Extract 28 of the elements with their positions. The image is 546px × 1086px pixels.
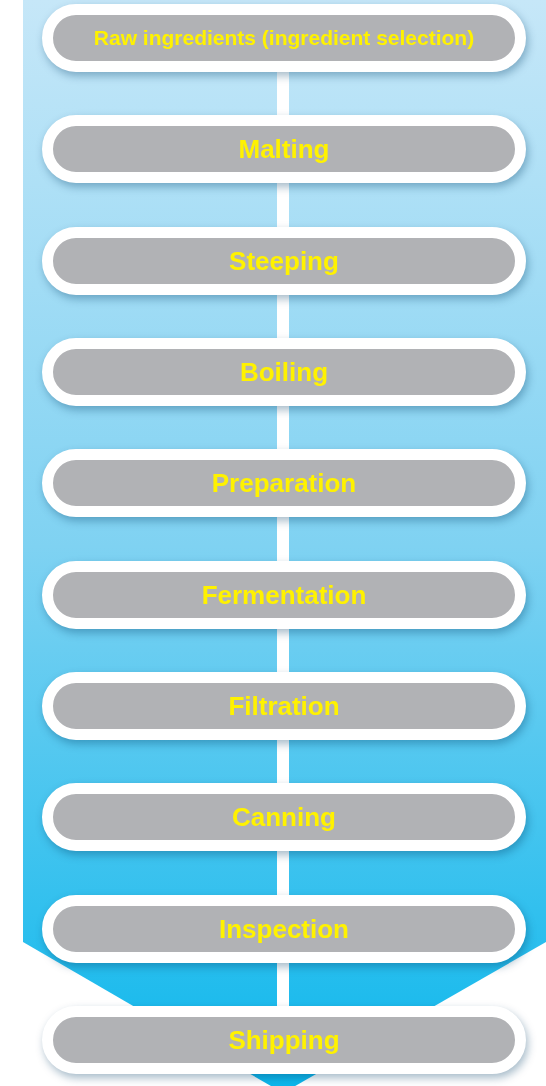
connector-line — [277, 963, 289, 1006]
process-pill — [42, 4, 526, 72]
step-label: Shipping — [228, 1024, 340, 1056]
process-pill — [42, 338, 526, 406]
process-pill — [42, 895, 526, 963]
step-label: Malting — [238, 133, 330, 165]
step-label: Canning — [232, 801, 336, 833]
connector-line — [277, 517, 289, 561]
process-pill — [42, 115, 526, 183]
step-label: Raw ingredients (ingredient selection) — [93, 26, 475, 50]
connector-line — [277, 851, 289, 895]
step-label: Inspection — [219, 913, 349, 945]
connector-line — [277, 740, 289, 783]
process-pill — [42, 227, 526, 295]
connector-line — [277, 183, 289, 227]
connector-line — [277, 295, 289, 338]
step-label: Filtration — [228, 690, 340, 722]
connector-line — [277, 629, 289, 672]
process-pill — [42, 783, 526, 851]
process-pill — [42, 561, 526, 629]
step-label: Fermentation — [201, 579, 367, 611]
step-label: Preparation — [211, 467, 357, 499]
connector-line — [277, 406, 289, 449]
process-pill — [42, 672, 526, 740]
step-label: Steeping — [229, 245, 339, 277]
connector-line — [277, 72, 289, 115]
step-label: Boiling — [239, 356, 329, 388]
process-pill — [42, 449, 526, 517]
